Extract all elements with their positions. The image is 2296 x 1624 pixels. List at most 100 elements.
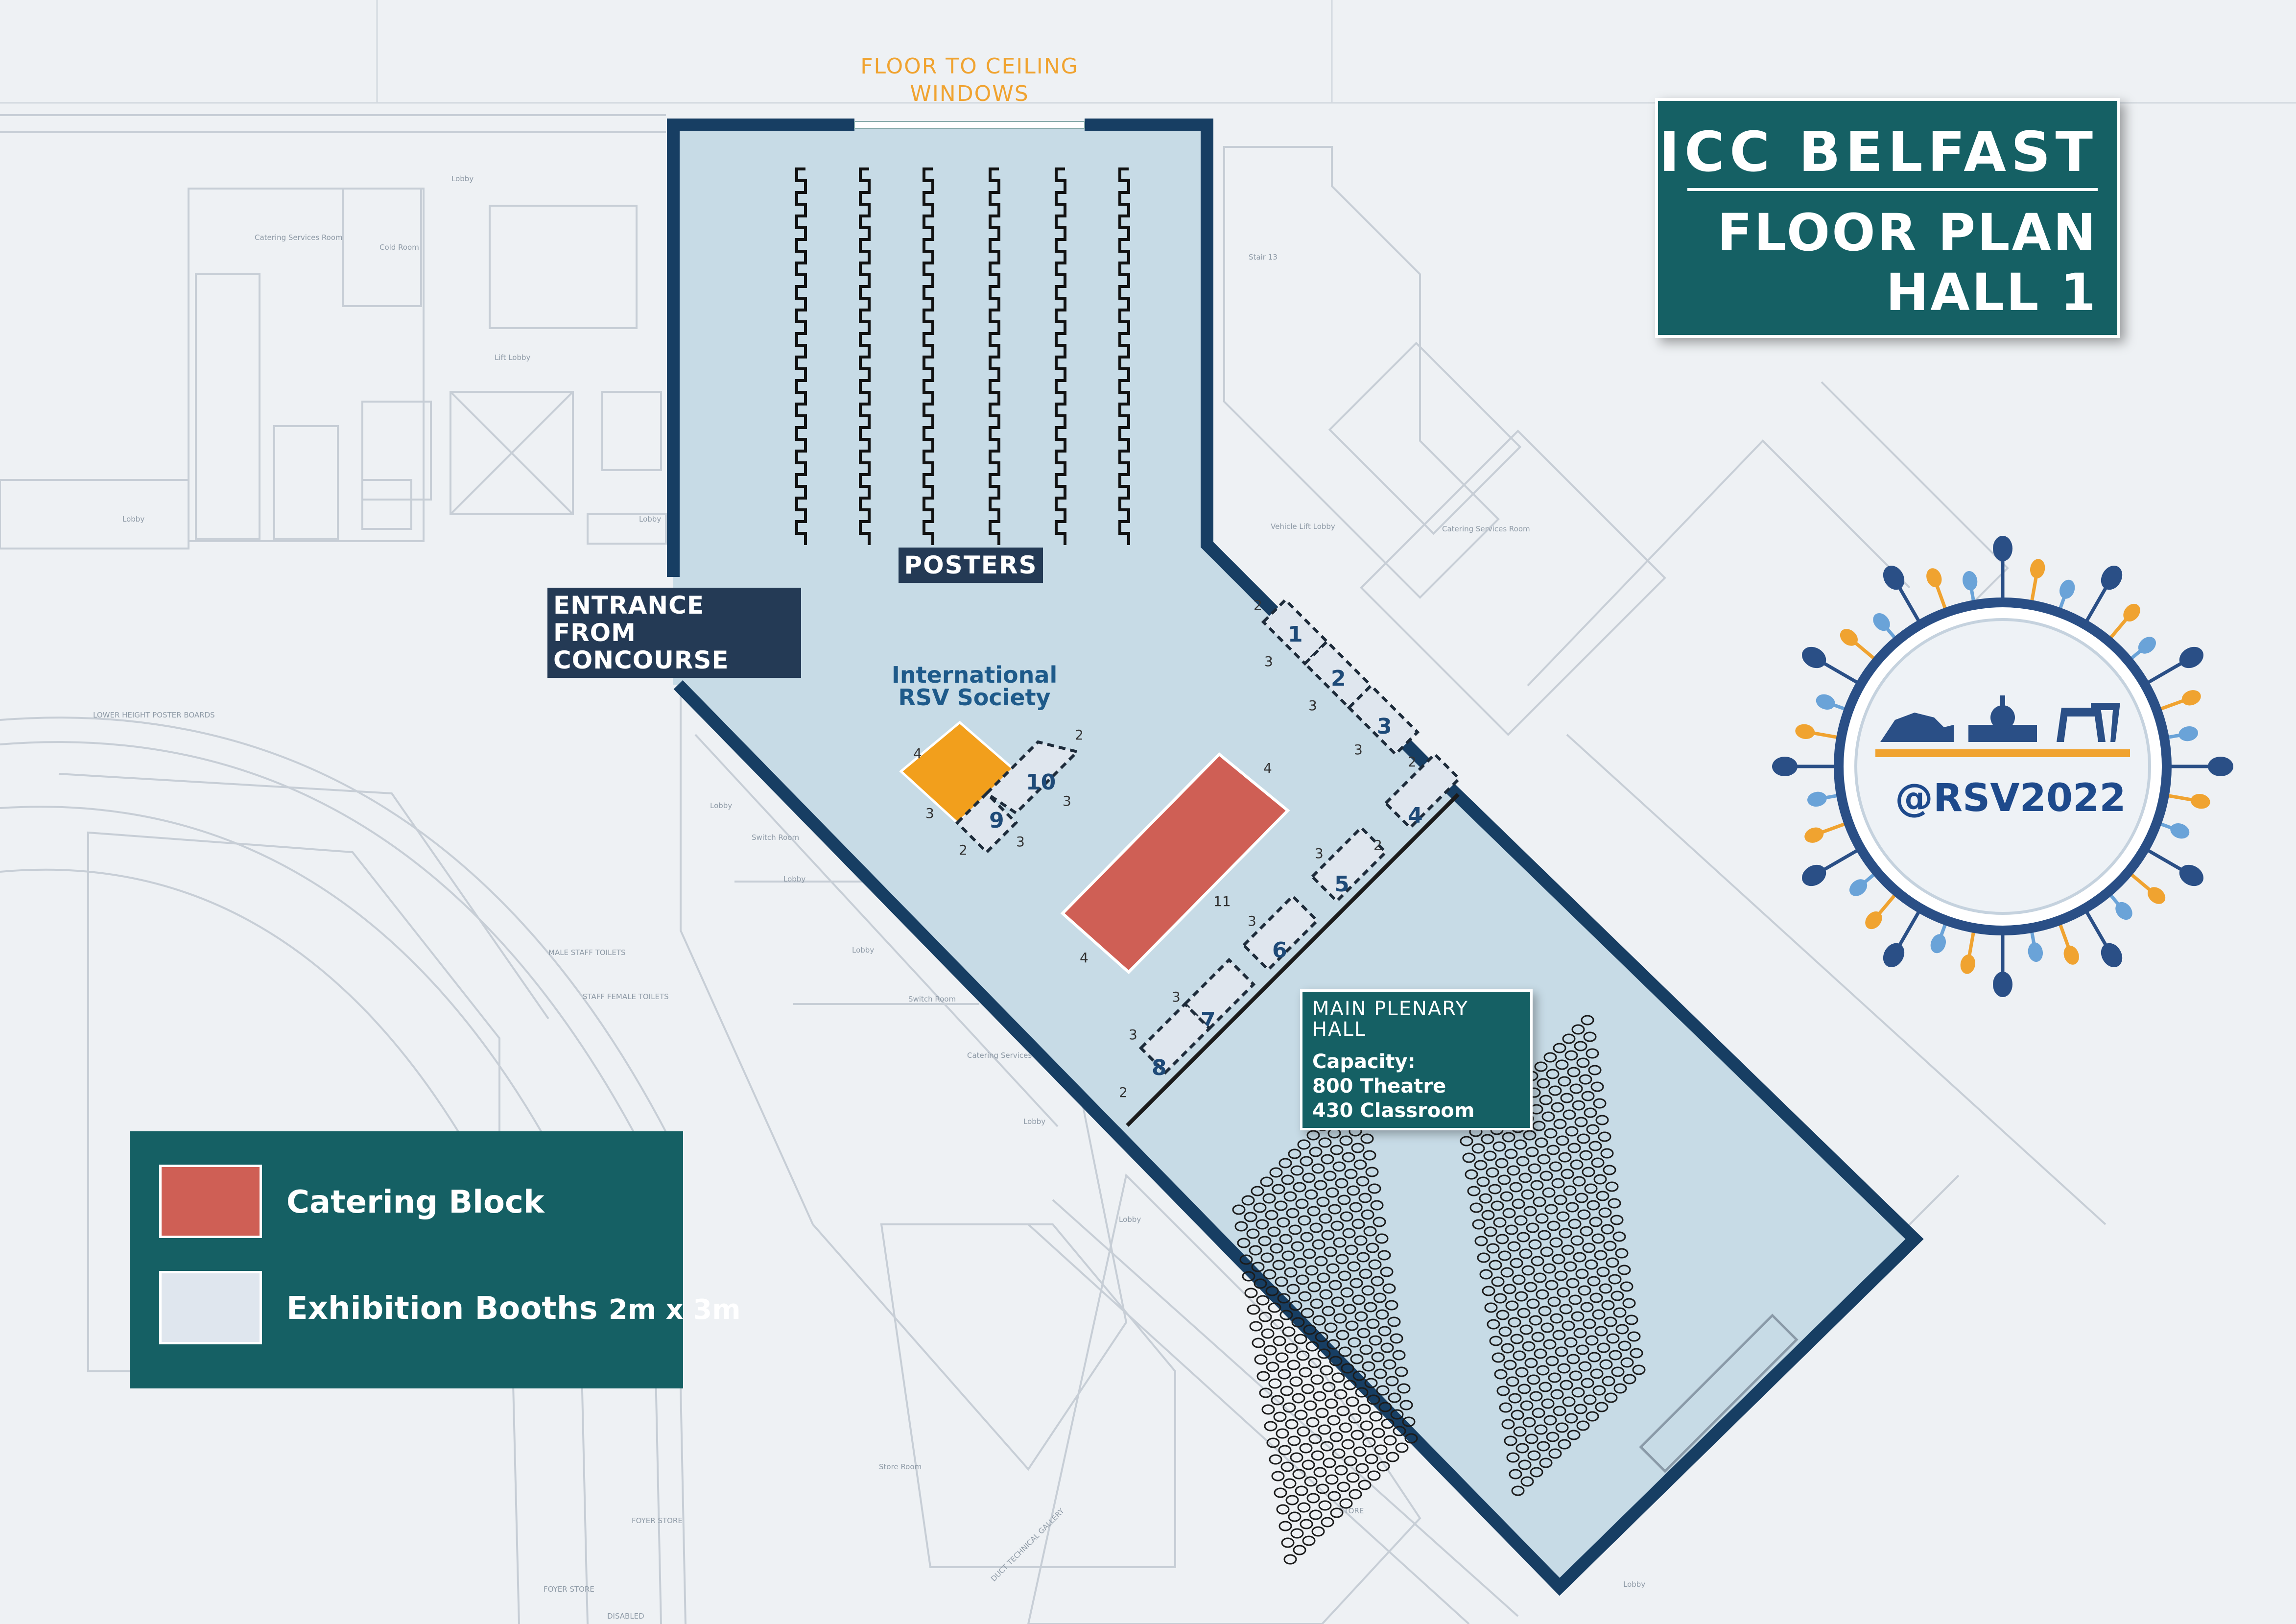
seat <box>1301 1384 1315 1394</box>
seat <box>1590 1081 1604 1092</box>
seat <box>1324 1246 1337 1257</box>
seat <box>1504 1435 1517 1446</box>
seat <box>1292 1393 1305 1404</box>
seat <box>1555 1346 1568 1357</box>
dim-mark: 3 <box>1354 741 1363 758</box>
seat <box>1569 1083 1583 1094</box>
seat <box>1462 1152 1476 1163</box>
seat <box>1341 1363 1354 1374</box>
seat <box>1355 1463 1369 1474</box>
booth-1[interactable]: 1 <box>1261 597 1329 666</box>
seat <box>1557 1363 1571 1374</box>
booth-9[interactable]: 9 <box>955 791 1018 855</box>
seat <box>1608 1274 1622 1285</box>
seat <box>1299 1443 1313 1454</box>
bg-label-store: STORE <box>1339 1506 1364 1515</box>
seat <box>1300 1519 1313 1529</box>
bg-label-disabled: DISABLED <box>607 1612 644 1621</box>
seat <box>1493 1217 1507 1228</box>
booth-6[interactable]: 6 <box>1241 894 1320 972</box>
seat <box>1511 1409 1524 1420</box>
seat <box>1567 1143 1581 1153</box>
seat <box>1284 1343 1298 1354</box>
seat <box>1471 1143 1485 1154</box>
seat <box>1506 1376 1519 1387</box>
seat <box>1373 1217 1386 1227</box>
virus-spike-head <box>2170 823 2190 839</box>
seat <box>1280 1385 1294 1396</box>
seat <box>1561 1244 1575 1255</box>
seat <box>1320 1441 1334 1452</box>
seat <box>1256 1371 1270 1382</box>
seat <box>1522 1417 1536 1428</box>
seat <box>1564 1413 1578 1424</box>
seat <box>1589 1217 1603 1227</box>
seat <box>1576 1420 1590 1431</box>
seat <box>1587 1352 1601 1362</box>
seat <box>1282 1402 1296 1413</box>
dim-mark: 3 <box>1248 913 1256 929</box>
seat <box>1610 1215 1624 1225</box>
seat <box>1603 1241 1617 1251</box>
booth-4[interactable]: 4 <box>1383 752 1462 830</box>
seat <box>1533 1272 1547 1283</box>
virus-spike-head <box>1840 629 1858 646</box>
seat <box>1581 1015 1594 1026</box>
seat <box>1276 1504 1290 1515</box>
seat <box>1554 1270 1568 1281</box>
virus-spike-head <box>2101 565 2123 590</box>
seat <box>1310 1298 1324 1309</box>
seat <box>1301 1308 1314 1318</box>
seat <box>1366 1318 1380 1329</box>
booth-2[interactable]: 2 <box>1302 639 1373 710</box>
legend-catering-swatch <box>159 1165 262 1238</box>
seat <box>1286 1284 1300 1294</box>
seat <box>1308 1433 1322 1444</box>
dim-mark: 3 <box>1063 793 1071 809</box>
virus-spike-head <box>1795 724 1815 739</box>
seat <box>1288 1511 1302 1522</box>
entrance-label: ENTRANCE FROM CONCOURSE <box>547 588 801 678</box>
booth-3[interactable]: 3 <box>1347 683 1420 757</box>
hall-wall-lower-left <box>673 680 1924 1596</box>
virus-spike-head <box>1960 954 1975 974</box>
booth-5[interactable]: 5 <box>1310 825 1388 904</box>
seat <box>1309 1509 1323 1520</box>
seat <box>1307 1282 1321 1292</box>
bg-label-stair: Stair 13 <box>1249 253 1278 262</box>
seat <box>1310 1374 1324 1385</box>
bg-label-cold: Cold Room <box>379 243 419 252</box>
seat <box>1321 1517 1334 1528</box>
dim-mark: 2 <box>1254 597 1262 613</box>
seat <box>1484 1302 1498 1313</box>
virus-spike-head <box>2115 902 2132 920</box>
seat <box>1288 1224 1302 1235</box>
seat <box>1234 1221 1248 1232</box>
seat <box>1346 1396 1359 1407</box>
seat <box>1566 1354 1580 1364</box>
seat <box>1546 1145 1560 1155</box>
seat <box>1286 1208 1300 1218</box>
seat <box>1338 1346 1352 1357</box>
seat <box>1367 1470 1381 1481</box>
seat <box>1534 1348 1547 1359</box>
catering-dim-top: 4 <box>1263 760 1272 776</box>
seat <box>1565 1202 1579 1213</box>
seat <box>1528 1163 1541 1174</box>
seat <box>1571 1387 1585 1398</box>
seat <box>1495 1234 1509 1244</box>
seat <box>1491 1276 1505 1287</box>
seat <box>1352 1370 1366 1381</box>
seat <box>1563 1185 1577 1196</box>
seat <box>1574 1117 1588 1127</box>
seat <box>1264 1421 1278 1432</box>
booth-10[interactable]: 10 <box>984 740 1080 815</box>
booth-8[interactable]: 8 <box>1138 1002 1212 1080</box>
seat <box>1337 1481 1350 1492</box>
seat <box>1356 1252 1370 1263</box>
seat <box>1387 1316 1401 1327</box>
seat <box>1300 1232 1314 1242</box>
seat <box>1484 1226 1497 1237</box>
seat <box>1338 1270 1351 1281</box>
seat <box>1312 1239 1326 1250</box>
